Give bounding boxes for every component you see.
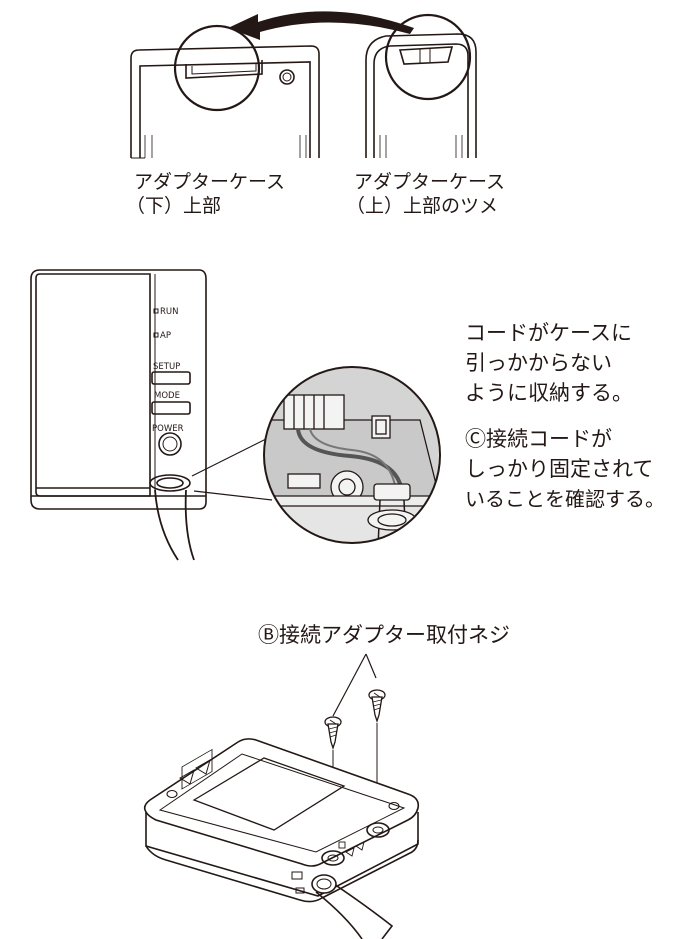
- adapter-case-lower-top: [130, 45, 320, 159]
- run-led-label: RUN: [160, 307, 179, 317]
- highlight-circle-right: [384, 13, 472, 101]
- label-upper-case-line1: アダプターケース: [354, 171, 506, 193]
- adapter-front-view: [30, 269, 207, 561]
- screw-leader-lines: [332, 653, 377, 717]
- adapter-rear-view: [143, 738, 420, 903]
- adapter-rear-cable: [311, 874, 394, 939]
- mounting-screw-left: [324, 716, 342, 751]
- screw-label: Ⓑ接続アダプター取付ネジ: [258, 623, 510, 647]
- power-button-label: POWER: [152, 424, 184, 434]
- note-cable-check-line1: Ⓒ接続コードが: [465, 427, 612, 451]
- mounting-screw-right: [368, 689, 386, 724]
- note-cable-storage-line3: ように収納する。: [465, 381, 633, 405]
- note-cable-check-line3: いることを確認する。: [465, 487, 665, 511]
- zoom-leader-lines: [191, 437, 273, 501]
- note-cable-check-line2: しっかり固定されて: [465, 457, 654, 481]
- label-lower-case-line2: （下）上部: [126, 195, 222, 217]
- adapter-case-upper-top: [365, 33, 477, 158]
- highlight-circle-left: [173, 24, 261, 112]
- note-cable-storage-line1: コードがケースに: [465, 321, 632, 345]
- flip-arrow-icon: [228, 11, 414, 40]
- label-upper-case-line2: （上）上部のツメ: [346, 195, 499, 217]
- zoom-detail-cable: [263, 366, 441, 544]
- mode-button-label: MODE: [154, 391, 180, 401]
- setup-button-label: SETUP: [153, 362, 180, 372]
- note-cable-storage-line2: 引っかからない: [465, 351, 612, 375]
- ap-led-label: AP: [160, 331, 171, 341]
- label-lower-case-line1: アダプターケース: [134, 171, 286, 193]
